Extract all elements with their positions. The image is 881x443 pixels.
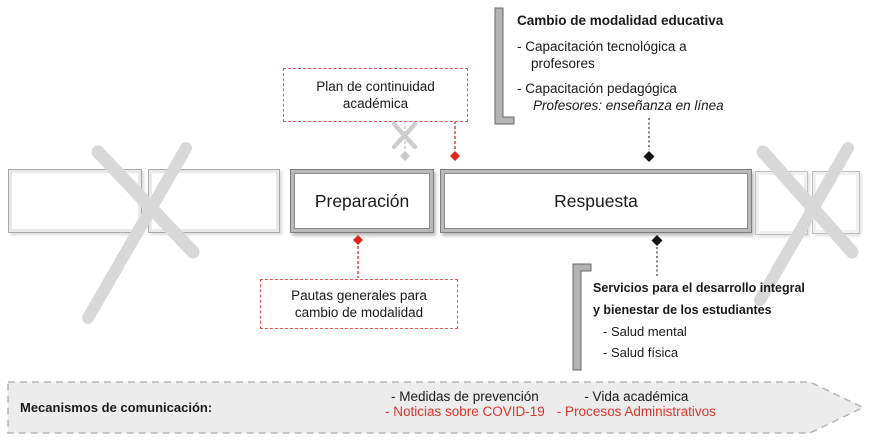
gray-diamond-marker — [400, 151, 410, 161]
annotation-servicios: Servicios para el desarrollo integral y … — [593, 277, 878, 363]
annotation-servicios-title-line1: Servicios para el desarrollo integral — [593, 281, 805, 295]
black-diamond-marker-bottom — [651, 235, 663, 246]
phase-label-preparacion: Preparación — [314, 190, 410, 211]
cancelled-x-icon — [391, 121, 418, 150]
banner-item-medidas: - Medidas de prevención — [390, 389, 539, 404]
callout-pautas-generales: Pautas generales para cambio de modalida… — [260, 279, 458, 329]
cancelled-x-icon — [391, 121, 418, 150]
red-diamond-marker-top — [450, 151, 460, 161]
banner-item-procesos: - Procesos Administrativos — [556, 404, 716, 419]
annotation-modalidad-note: Profesores: enseñanza en línea — [533, 98, 724, 113]
annotation-servicios-bullet1: - Salud mental — [603, 324, 687, 339]
phase-box-past-2 — [148, 169, 280, 233]
phase-box-preparacion: Preparación — [290, 169, 434, 233]
bracket-modalidad — [494, 7, 515, 125]
callout-plan-line2: académica — [342, 96, 409, 111]
callout-plan-continuidad: Plan de continuidad académica — [283, 68, 468, 122]
phase-box-future-2 — [812, 171, 860, 234]
black-diamond-marker-top — [643, 151, 655, 162]
banner-items: - Medidas de prevención - Vida académica… — [385, 389, 716, 419]
callout-pautas-line2: cambio de modalidad — [294, 305, 424, 320]
callout-plan-line1: Plan de continuidad — [316, 79, 435, 94]
banner-item-vida: - Vida académica — [584, 389, 689, 404]
annotation-modalidad-bullet2: - Capacitación pedagógica — [517, 81, 677, 96]
annotation-modalidad-bullet1-cont: profesores — [531, 56, 595, 71]
banner-label: Mecanismos de comunicación: — [20, 400, 213, 415]
phase-box-future-1 — [755, 171, 808, 235]
callout-pautas-line1: Pautas generales para — [291, 288, 427, 303]
annotation-servicios-bullet2: - Salud física — [603, 345, 679, 360]
phase-box-past-1 — [8, 169, 142, 233]
red-diamond-marker-bottom — [353, 235, 363, 245]
banner-item-noticias: - Noticias sobre COVID-19 — [385, 404, 545, 419]
annotation-modalidad: Cambio de modalidad educativa - Capacita… — [517, 12, 787, 114]
phase-label-respuesta: Respuesta — [554, 190, 638, 211]
annotation-servicios-title-line2: y bienestar de los estudiantes — [593, 303, 772, 317]
bracket-servicios — [572, 263, 592, 371]
phase-box-respuesta: Respuesta — [440, 169, 752, 233]
annotation-modalidad-bullet1: - Capacitación tecnológica a — [517, 39, 687, 54]
annotation-modalidad-title: Cambio de modalidad educativa — [517, 13, 724, 28]
